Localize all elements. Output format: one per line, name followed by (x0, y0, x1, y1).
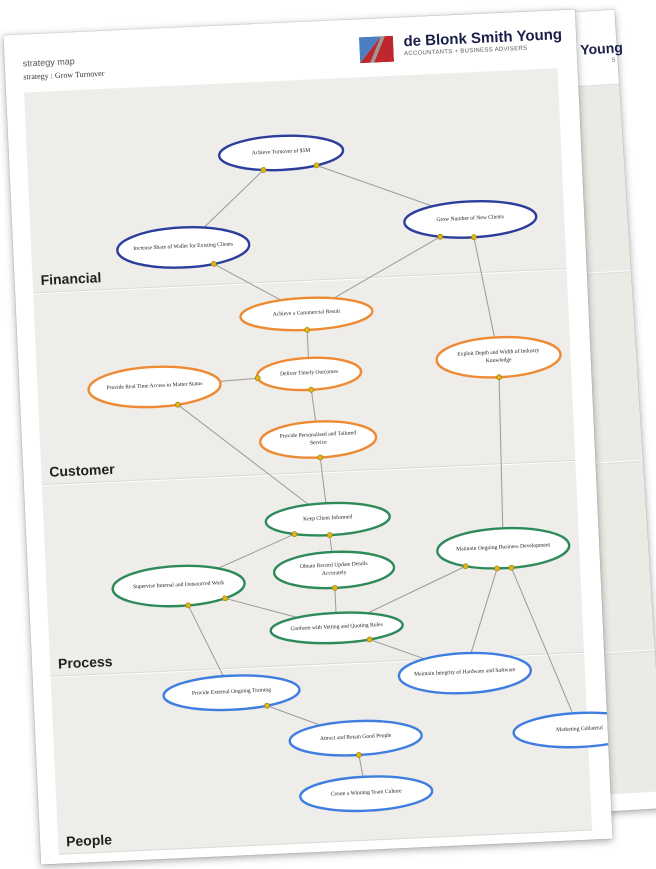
connector-dot-newclients-to-turnover (313, 162, 320, 169)
link-quoting-to-supervise (224, 597, 298, 618)
strategy-map-links (87, 133, 613, 814)
connector-dot-commercial-to-wallet (210, 261, 217, 267)
link-bizdev-to-industry (498, 377, 504, 529)
connector-dot-personalised-to-timely (308, 386, 315, 393)
connector-dot-informed-to-realtime (174, 401, 181, 408)
back-sheet-logo: Young (579, 39, 624, 58)
connector-dot-marketing-to-bizdev (508, 564, 515, 571)
link-quoting-to-bizdev (367, 565, 466, 614)
company-logo: de Blonk Smith Young ACCOUNTANTS + BUSIN… (359, 26, 563, 64)
link-commercial-to-newclients (333, 236, 441, 299)
objective-node-marketing[interactable] (512, 710, 613, 750)
connector-dot-bizdev-to-industry (496, 374, 502, 381)
link-informed-to-personalised (319, 457, 327, 504)
link-informed-to-realtime (177, 404, 310, 506)
connector-dot-hardware-to-quoting (366, 636, 373, 643)
link-supervise-to-informed (217, 533, 295, 569)
connector-dot-attract-to-training (264, 702, 270, 709)
link-culture-to-attract (358, 754, 364, 777)
objective-node-realtime[interactable] (87, 364, 222, 410)
connector-dot-quoting-to-bizdev (462, 563, 469, 570)
objective-node-bizdev[interactable] (436, 525, 571, 571)
link-quoting-to-records (334, 587, 337, 613)
connector-dot-quoting-to-records (332, 585, 338, 591)
logo-mark-icon (359, 35, 395, 64)
link-timely-to-commercial (306, 329, 309, 358)
connector-dot-supervise-to-informed (291, 531, 298, 537)
connector-dot-industry-to-newclients (471, 234, 477, 241)
connector-dot-hardware-to-bizdev (494, 565, 500, 572)
link-commercial-to-wallet (213, 263, 282, 301)
connector-dot-quoting-to-supervise (222, 595, 228, 602)
connector-dot-commercial-to-newclients (437, 233, 444, 240)
connector-dot-culture-to-attract (356, 752, 362, 758)
objective-node-supervise[interactable] (111, 563, 246, 609)
link-hardware-to-bizdev (470, 568, 498, 654)
connector-dot-records-to-informed (326, 532, 333, 538)
connector-dot-wallet-to-turnover (260, 167, 267, 173)
connector-dot-realtime-to-timely (254, 375, 261, 382)
connector-dot-timely-to-commercial (304, 327, 310, 333)
connector-dot-training-to-supervise (185, 602, 192, 609)
link-industry-to-newclients (473, 237, 496, 338)
objective-node-culture[interactable] (299, 774, 434, 814)
back-sheet-logo-tagline: S (611, 57, 616, 64)
objective-node-hardware[interactable] (397, 650, 533, 696)
link-wallet-to-turnover (203, 169, 264, 228)
objective-node-wallet[interactable] (116, 224, 251, 270)
strategy-map-sheet: strategy map strategy : Grow Turnover de… (3, 9, 613, 865)
link-marketing-to-bizdev (510, 567, 574, 714)
link-hardware-to-quoting (369, 639, 425, 660)
objective-node-quoting[interactable] (269, 610, 404, 646)
link-personalised-to-timely (310, 389, 317, 422)
connector-dot-informed-to-personalised (317, 454, 324, 461)
link-training-to-supervise (187, 605, 224, 677)
objective-node-training[interactable] (162, 673, 301, 713)
link-attract-to-training (266, 705, 321, 726)
objective-node-turnover[interactable] (217, 133, 345, 173)
link-realtime-to-timely (219, 377, 258, 382)
link-newclients-to-turnover (316, 164, 433, 207)
